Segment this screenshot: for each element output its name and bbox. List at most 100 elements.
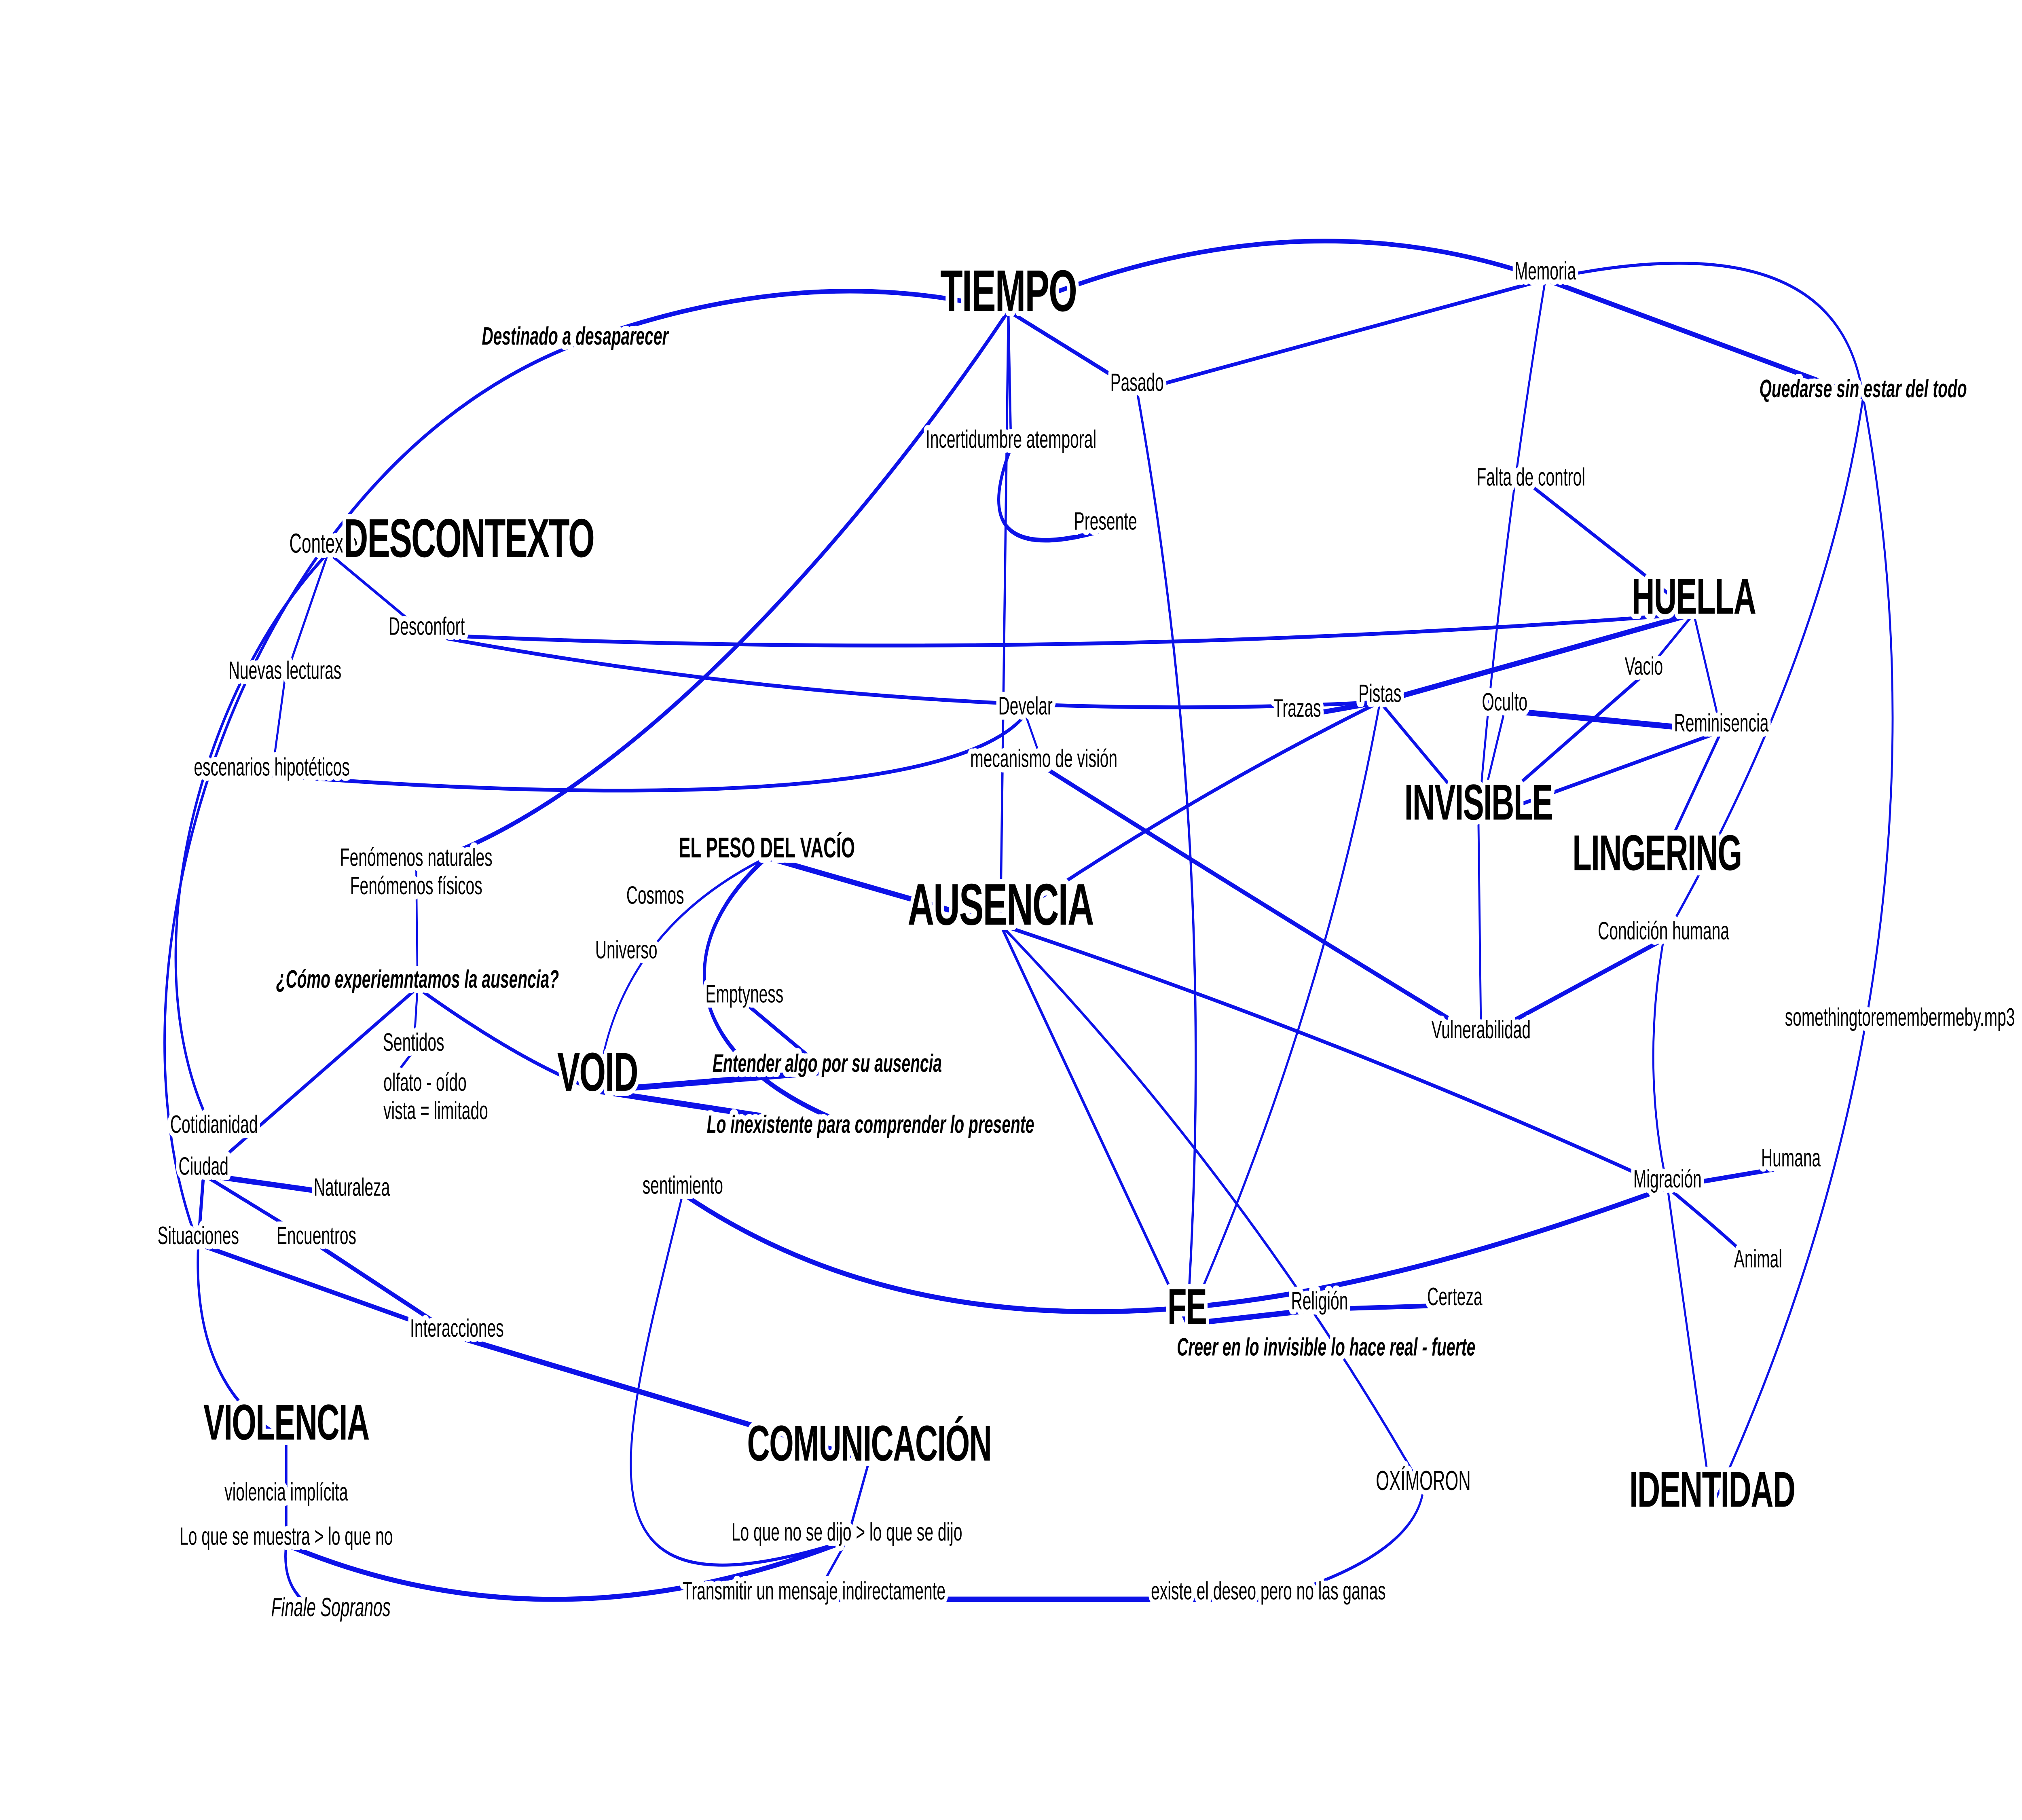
node-religion: Religión — [1291, 1287, 1348, 1315]
node-finale: Finale Sopranos — [271, 1593, 390, 1622]
node-lo-que-se-muestra: Lo que se muestra > lo que no — [180, 1522, 393, 1551]
edge-invisible-reminisencia — [1477, 729, 1723, 822]
edge-ausencia-oximoron — [999, 923, 1424, 1492]
edge-ausencia-pistas — [999, 700, 1381, 927]
edge-condicion-quedarse — [1662, 396, 1864, 941]
node-existe: existe el deseo pero no las ganas — [1151, 1577, 1385, 1605]
edge-nuevas-escenarios — [271, 677, 286, 777]
node-escenarios: escenarios hipotéticos — [194, 753, 349, 781]
node-destinado: Destinado a desaparecer — [482, 322, 669, 351]
node-huella: HUELLA — [1632, 569, 1756, 625]
edge-tiempo-ausencia — [999, 309, 1010, 927]
edge-migracion-humana — [1666, 1164, 1793, 1190]
node-void: VOID — [557, 1041, 638, 1103]
node-fe: FE — [1168, 1279, 1206, 1335]
edge-pistas-huella — [1378, 611, 1696, 705]
edge-fe-religion — [1185, 1306, 1322, 1327]
edge-migracion-identidad — [1666, 1186, 1713, 1509]
edge-reminisencia-lingering — [1656, 729, 1723, 872]
edge-contexto-desconfort — [327, 551, 428, 637]
node-lo-inexistente: Lo inexistente para comprender lo presen… — [707, 1111, 1034, 1139]
edge-oculto-invisible — [1477, 709, 1506, 821]
edge-pasado-memoria — [1136, 277, 1547, 393]
node-encuentros: Encuentros — [277, 1222, 356, 1250]
edge-lo-que-no-se-dijo-comunicacion — [846, 1459, 871, 1543]
edge-destinado-situaciones — [163, 343, 576, 1246]
node-tiempo: TIEMPO — [940, 258, 1077, 324]
node-oculto: Oculto — [1482, 688, 1527, 716]
node-certeza: Certeza — [1427, 1283, 1482, 1311]
edge-fenomenos-como — [415, 864, 419, 989]
edge-ciudad-encuentros — [202, 1173, 318, 1246]
node-emptyness: Emptyness — [706, 980, 784, 1008]
edge-memoria-quedarse — [1544, 261, 1864, 399]
node-comunicacion: COMUNICACIÓN — [747, 1416, 991, 1472]
edge-pasado-fe — [1136, 389, 1197, 1326]
edge-lo-que-se-muestra-lo-que-no-se-dijo — [284, 1538, 849, 1602]
edge-religion-certeza — [1318, 1303, 1456, 1312]
node-situaciones: Situaciones — [158, 1222, 239, 1250]
node-condicion: Condición humana — [1598, 917, 1729, 946]
edge-como-sentidos — [412, 986, 419, 1053]
edge-void-lo-inexistente — [595, 1088, 873, 1136]
edge-ciudad-situaciones — [197, 1172, 205, 1247]
node-humana: Humana — [1761, 1144, 1821, 1172]
node-reminisencia: Reminisencia — [1674, 709, 1769, 737]
node-fenomenos-line-0: Fenómenos naturales — [340, 844, 493, 872]
node-olfato-line-1: vista = limitado — [383, 1097, 488, 1125]
node-desconfort: Desconfort — [389, 612, 465, 641]
node-incertidumbre: Incertidumbre atemporal — [926, 425, 1096, 454]
edge-sentimiento-migracion — [681, 1185, 1669, 1314]
edge-layer — [163, 239, 1894, 1618]
node-entender: Entender algo por su ausencia — [713, 1050, 942, 1078]
edge-contexto-cotidianidad — [174, 550, 330, 1135]
edge-interacciones-comunicacion — [455, 1334, 871, 1464]
node-nuevas: Nuevas lecturas — [228, 656, 341, 685]
node-sentidos: Sentidos — [383, 1029, 444, 1057]
node-cosmos: Cosmos — [626, 881, 684, 910]
edge-situaciones-violencia — [197, 1242, 288, 1442]
node-pistas: Pistas — [1358, 679, 1401, 708]
edge-tiempo-pasado — [1007, 309, 1138, 393]
edge-mecanismo-vulnerabilidad — [1042, 764, 1483, 1041]
node-ausencia: AUSENCIA — [907, 871, 1093, 937]
edge-ciudad-naturaleza — [202, 1172, 354, 1199]
edge-invisible-vulnerabilidad — [1477, 818, 1482, 1040]
edge-condicion-migracion — [1652, 938, 1669, 1189]
edge-el-peso-ausencia — [765, 855, 1003, 928]
node-ciudad: Ciudad — [179, 1153, 228, 1181]
edge-vulnerabilidad-condicion — [1479, 937, 1665, 1041]
node-mp3: somethingtoremembermeby.mp3 — [1785, 1003, 2015, 1032]
edge-sentimiento-lo-que-no-se-dijo — [630, 1192, 848, 1567]
edge-memoria-quedarse — [1544, 277, 1865, 400]
edge-quedarse-identidad — [1711, 396, 1894, 1509]
edge-pistas-fe — [1186, 700, 1381, 1326]
node-creer: Creer en lo invisible lo hace real - fue… — [1177, 1333, 1475, 1361]
edge-vacio-invisible — [1477, 673, 1645, 822]
edge-memoria-invisible — [1477, 278, 1546, 821]
node-memoria: Memoria — [1515, 257, 1576, 286]
edge-como-ciudad — [202, 986, 419, 1177]
node-migracion: Migración — [1633, 1165, 1702, 1194]
node-lingering: LINGERING — [1572, 825, 1741, 881]
node-violencia-implicita: violencia implícita — [224, 1478, 348, 1507]
edge-huella-reminisencia — [1692, 612, 1722, 733]
node-lo-que-no-se-dijo: Lo que no se dijo > lo que se dijo — [732, 1518, 962, 1547]
node-interacciones: Interacciones — [410, 1314, 504, 1343]
edge-tiempo-fenomenos — [415, 309, 1010, 868]
edge-encuentros-interacciones — [315, 1242, 459, 1339]
node-trazas: Trazas — [1273, 694, 1321, 723]
edge-tiempo-memoria — [1007, 239, 1547, 313]
edge-desconfort-pistas — [425, 633, 1381, 709]
node-falta: Falta de control — [1476, 463, 1585, 491]
edge-lo-que-se-muestra-finale — [284, 1543, 332, 1618]
edge-situaciones-interacciones — [197, 1242, 459, 1339]
edge-desconfort-huella — [425, 612, 1695, 648]
node-naturaleza: Naturaleza — [314, 1174, 390, 1202]
node-identidad: IDENTIDAD — [1629, 1462, 1795, 1518]
edge-sentidos-olfato — [382, 1049, 415, 1092]
